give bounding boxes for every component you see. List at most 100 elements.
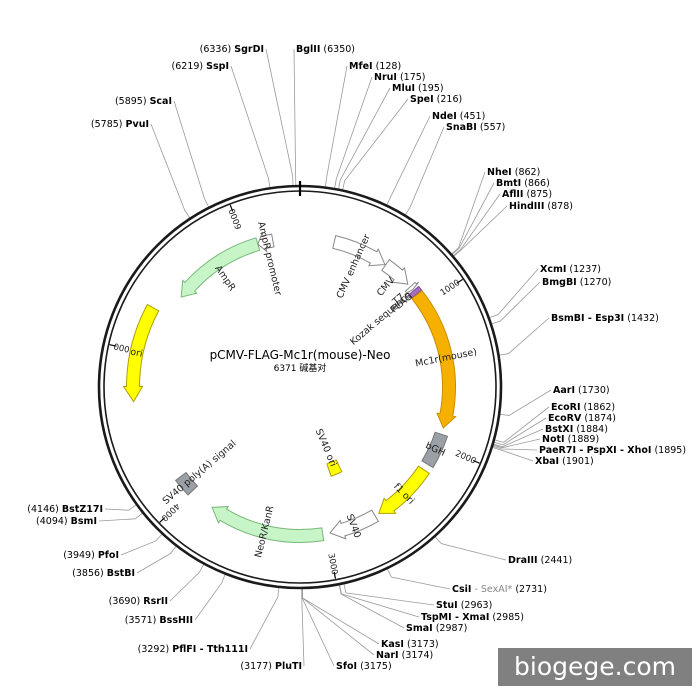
- feature-mc1r: [411, 289, 457, 429]
- scale-tick: [472, 459, 480, 464]
- site-leader-line: [492, 438, 541, 449]
- site-position: (1889): [568, 434, 600, 445]
- site-leader-line: [452, 205, 508, 258]
- site-label: SpeI (216): [410, 94, 462, 105]
- site-name: PaeR7I - PspXI - XhoI: [539, 445, 651, 456]
- site-position: (3174): [402, 650, 434, 661]
- feature-neor-kanr: [211, 506, 325, 543]
- site-label: TspMI - XmaI (2985): [421, 612, 524, 623]
- site-leader-line: [404, 126, 445, 216]
- scale-tick-label: 3000: [325, 553, 339, 576]
- site-label: BglII (6350): [296, 44, 355, 55]
- site-name: NotI: [542, 434, 565, 445]
- site-label: SfoI (3175): [336, 661, 392, 672]
- site-position: (3690): [109, 596, 141, 607]
- site-leader-line: [249, 586, 280, 650]
- site-name: KasI: [381, 639, 404, 650]
- site-position: (175): [400, 72, 426, 83]
- scale-tick-label: 6000: [228, 207, 245, 231]
- site-leader-line: [493, 417, 547, 446]
- site-name: DraIII: [508, 555, 538, 566]
- scale-tick: [229, 204, 234, 212]
- site-position: (4094): [36, 516, 68, 527]
- site-label: (5785) PvuI: [91, 119, 149, 130]
- site-label: MluI (195): [392, 83, 444, 94]
- site-label: KasI (3173): [381, 639, 439, 650]
- site-leader-line: [490, 281, 541, 325]
- site-leader-line: [342, 98, 409, 191]
- site-position: (3292): [138, 644, 170, 655]
- plasmid-name: pCMV-FLAG-Mc1r(mouse)-Neo: [210, 348, 391, 362]
- site-position: (195): [418, 83, 444, 94]
- feature-label-ampr: AmpR: [212, 264, 237, 294]
- site-name: PvuI: [126, 119, 149, 130]
- site-position: (3173): [407, 639, 439, 650]
- feature-bgh: [421, 431, 449, 469]
- site-position: (557): [480, 122, 506, 133]
- site-label: BsmBI - Esp3I (1432): [551, 313, 659, 324]
- site-label: NarI (3174): [376, 650, 433, 661]
- site-label: (5895) ScaI: [115, 96, 172, 107]
- site-name: PfoI: [98, 550, 119, 561]
- site-leader-line: [301, 587, 305, 667]
- site-position: (2731): [515, 584, 547, 595]
- scale-tick-label: 1000: [439, 278, 463, 298]
- feature-ampr: [180, 237, 261, 298]
- site-label: SmaI (2987): [406, 623, 467, 634]
- site-position: (3175): [360, 661, 392, 672]
- site-label: (4094) BsmI: [36, 516, 97, 527]
- site-position: (1874): [584, 413, 616, 424]
- site-label: CsiI - SexAI* (2731): [452, 584, 547, 595]
- site-label: (3177) PluTI: [240, 661, 302, 672]
- site-leader-line: [150, 123, 191, 219]
- site-leader-line: [338, 584, 405, 629]
- site-name: TspMI - XmaI: [421, 612, 489, 623]
- site-leader-line: [492, 445, 538, 451]
- site-position: (875): [527, 189, 553, 200]
- site-leader-line: [194, 573, 226, 621]
- site-name: PflFI - Tth111I: [172, 644, 248, 655]
- site-label: (3856) BstBI: [72, 568, 135, 579]
- site-name: NheI: [487, 167, 512, 178]
- site-position: (5785): [91, 119, 123, 130]
- feature-ampr-promoter: [257, 231, 275, 253]
- site-name-secondary: SexAI*: [481, 584, 513, 595]
- site-leader-line: [491, 446, 534, 462]
- site-name: NdeI: [432, 111, 457, 122]
- site-leader-line: [293, 48, 297, 187]
- site-label: NdeI (451): [432, 111, 485, 122]
- site-label: SnaBI (557): [446, 122, 505, 133]
- site-position: (6219): [172, 61, 204, 72]
- site-label: (6219) SspI: [172, 61, 229, 72]
- site-position: (1432): [627, 313, 659, 324]
- site-name: SspI: [206, 61, 229, 72]
- site-leader-line: [334, 76, 373, 190]
- site-leader-line: [498, 317, 550, 356]
- feature-sv40-promoter: [329, 509, 380, 540]
- site-label: PaeR7I - PspXI - XhoI (1895): [539, 445, 686, 456]
- feature-label-ampr-promoter: AmpR promoter: [255, 221, 283, 297]
- feature-t7: [404, 281, 420, 296]
- site-position: (3571): [125, 615, 157, 626]
- site-name: XbaI: [535, 456, 559, 467]
- scale-tick: [333, 571, 337, 579]
- site-leader-line: [493, 406, 550, 443]
- site-position: (1895): [654, 445, 686, 456]
- site-leader-line: [301, 587, 335, 667]
- site-position: (878): [547, 201, 573, 212]
- site-position: (2441): [541, 555, 573, 566]
- site-name: EcoRI: [551, 402, 581, 413]
- site-label: MfeI (128): [349, 61, 401, 72]
- site-position: (6350): [323, 44, 355, 55]
- site-label: AflII (875): [502, 189, 552, 200]
- site-position: (1884): [576, 424, 608, 435]
- site-name: SnaBI: [446, 122, 477, 133]
- site-name: ScaI: [150, 96, 172, 107]
- site-name: RsrII: [143, 596, 168, 607]
- scale-tick: [109, 344, 117, 347]
- site-position: (3856): [72, 568, 104, 579]
- site-label: NotI (1889): [542, 434, 599, 445]
